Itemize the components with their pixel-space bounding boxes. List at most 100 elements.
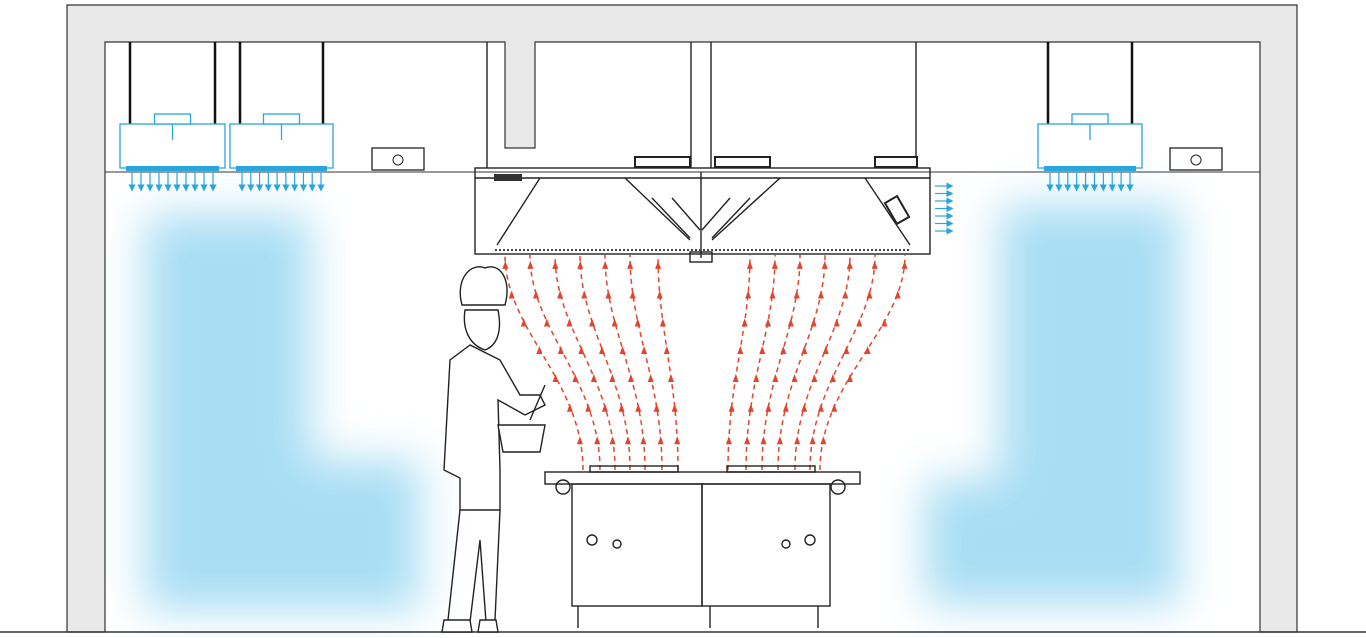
- exhaust-air-flow: [819, 254, 906, 471]
- exhaust-air-flow: [761, 254, 801, 471]
- exhaust-air-arrow: [653, 403, 660, 412]
- exhaust-air-flow: [777, 254, 826, 471]
- exhaust-air-arrow: [590, 374, 597, 383]
- exhaust-air-arrow: [744, 436, 751, 445]
- exhaust-air-arrow: [609, 374, 616, 383]
- exhaust-air-arrow: [657, 436, 664, 445]
- exhaust-air-arrow: [801, 403, 808, 412]
- exhaust-air-arrow: [745, 290, 752, 299]
- exhaust-air-arrow: [732, 374, 739, 383]
- exhaust-air-arrow: [866, 290, 873, 299]
- exhaust-hood-icon: [474, 42, 931, 263]
- exhaust-air-arrow: [572, 374, 579, 383]
- exhaust-air-arrow: [557, 345, 564, 354]
- exhaust-air-flow: [604, 254, 646, 471]
- exhaust-air-arrow: [599, 345, 606, 354]
- exhaust-air-arrow: [566, 403, 573, 412]
- exhaust-air-arrow: [656, 290, 663, 299]
- exhaust-air-arrow: [821, 260, 828, 269]
- exhaust-air-arrow: [846, 260, 853, 269]
- exhaust-air-flow: [629, 254, 663, 471]
- exhaust-air-arrow: [536, 345, 543, 354]
- exhaust-air-arrow: [667, 374, 674, 383]
- exhaust-air-arrow: [585, 403, 592, 412]
- chef-icon: [441, 266, 546, 633]
- exhaust-air-arrow: [771, 260, 778, 269]
- exhaust-air-arrow: [502, 260, 509, 269]
- exhaust-air-arrow: [817, 403, 824, 412]
- exhaust-air-arrow: [663, 345, 670, 354]
- exhaust-air-arrow: [846, 374, 853, 383]
- exhaust-air-flow: [554, 254, 616, 471]
- exhaust-air-arrow: [871, 260, 878, 269]
- exhaust-air-arrow: [576, 436, 583, 445]
- exhaust-air-arrow: [741, 318, 748, 327]
- exhaust-air-arrow: [508, 290, 515, 299]
- exhaust-air-arrow: [577, 260, 584, 269]
- exhaust-air-arrow: [725, 436, 732, 445]
- exhaust-air-arrow: [605, 290, 612, 299]
- exhaust-air-arrow: [842, 290, 849, 299]
- exhaust-air-arrow: [659, 318, 666, 327]
- exhaust-air-arrow: [794, 436, 801, 445]
- exhaust-air-arrow: [782, 403, 789, 412]
- exhaust-air-arrow: [634, 318, 641, 327]
- exhaust-air-arrow: [831, 403, 838, 412]
- exhaust-air-arrow: [647, 374, 654, 383]
- exhaust-air-flow: [745, 254, 776, 471]
- exhaust-air-arrow: [764, 318, 771, 327]
- return-grille-icon: [371, 147, 425, 171]
- exhaust-air-arrow: [618, 403, 625, 412]
- exhaust-air-arrow: [822, 345, 829, 354]
- supply-diffuser-icon: [1037, 42, 1143, 192]
- exhaust-air-arrow: [776, 436, 783, 445]
- exhaust-air-arrow: [760, 436, 767, 445]
- exhaust-air-arrow: [552, 260, 559, 269]
- exhaust-air-arrow: [589, 318, 596, 327]
- exhaust-air-arrow: [728, 403, 735, 412]
- exhaust-air-arrow: [737, 345, 744, 354]
- exhaust-air-arrow: [791, 374, 798, 383]
- exhaust-air-arrow: [809, 436, 816, 445]
- exhaust-air-arrow: [759, 345, 766, 354]
- exhaust-air-arrow: [527, 260, 534, 269]
- exhaust-air-arrow: [796, 260, 803, 269]
- supply-diffuser-icon: [119, 42, 226, 192]
- exhaust-air-arrow: [557, 290, 564, 299]
- exhaust-air-arrow: [753, 374, 760, 383]
- exhaust-air-arrow: [611, 318, 618, 327]
- exhaust-air-arrow: [625, 436, 632, 445]
- exhaust-air-arrow: [772, 374, 779, 383]
- supply-diffuser-icon: [229, 42, 334, 192]
- exhaust-air-arrow: [594, 436, 601, 445]
- exhaust-air-arrow: [881, 318, 888, 327]
- exhaust-air-flow: [809, 254, 876, 471]
- exhaust-air-arrow: [864, 345, 871, 354]
- exhaust-air-flow: [504, 254, 584, 471]
- exhaust-air-arrow: [581, 290, 588, 299]
- exhaust-air-arrow: [829, 374, 836, 383]
- exhaust-air-arrow: [747, 403, 754, 412]
- exhaust-air-arrow: [655, 260, 662, 269]
- return-grille-icon: [1169, 147, 1223, 171]
- exhaust-air-arrow: [810, 318, 817, 327]
- exhaust-air-arrow: [601, 403, 608, 412]
- exhaust-air-arrow: [520, 318, 527, 327]
- exhaust-air-arrow: [619, 345, 626, 354]
- exhaust-air-arrow: [856, 318, 863, 327]
- supply-air-glow-left: [145, 215, 420, 610]
- exhaust-air-arrow: [627, 260, 634, 269]
- exhaust-air-arrow: [629, 290, 636, 299]
- exhaust-air-arrow: [780, 345, 787, 354]
- exhaust-air-flow: [529, 254, 601, 471]
- exhaust-air-arrow: [552, 374, 559, 383]
- exhaust-air-arrow: [769, 290, 776, 299]
- exhaust-air-arrow: [801, 345, 808, 354]
- exhaust-air-arrow: [635, 403, 642, 412]
- exhaust-air-arrow: [820, 436, 827, 445]
- exhaust-air-flow: [794, 254, 851, 471]
- exhaust-air-arrow: [640, 436, 647, 445]
- exhaust-air-arrow: [793, 290, 800, 299]
- exhaust-air-arrow: [843, 345, 850, 354]
- exhaust-air-arrow: [641, 345, 648, 354]
